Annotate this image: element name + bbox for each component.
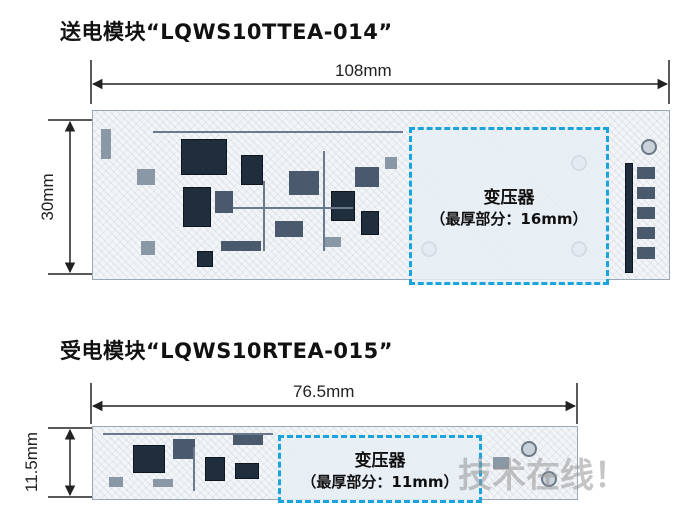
receiver-title: 受电模块“LQWS10RTEA-015”: [60, 339, 394, 363]
tx-ic: [197, 251, 213, 267]
tx-ic: [361, 211, 379, 235]
tx-trace: [323, 151, 325, 251]
tx-trace: [263, 181, 265, 251]
tx-connector-pin: [637, 247, 655, 259]
tx-pad: [141, 241, 155, 255]
tx-pad: [385, 157, 397, 169]
rx-pad: [493, 457, 509, 469]
tx-ic: [183, 187, 211, 227]
watermark-text: 技术在线！: [458, 456, 628, 496]
rx-pad: [153, 479, 173, 487]
rx-ic: [133, 445, 165, 473]
rx-via: [521, 441, 537, 457]
tx-height-label: 30mm: [38, 173, 57, 221]
tx-transformer-thickness: （最厚部分：16mm）: [430, 210, 588, 228]
tx-connector-pin: [637, 207, 655, 219]
rx-transformer-label: 变压器: [354, 451, 406, 471]
tx-ic: [289, 171, 319, 195]
rx-ic: [235, 463, 259, 479]
tx-pad: [137, 169, 155, 185]
rx-trace: [193, 447, 195, 491]
tx-ic: [275, 221, 303, 237]
tx-connector-pin: [637, 167, 655, 179]
rx-ic: [205, 457, 225, 481]
tx-pad: [325, 237, 341, 247]
rx-pad: [109, 477, 123, 487]
tx-ic: [181, 139, 227, 175]
tx-transformer-outline: 变压器 （最厚部分：16mm）: [409, 127, 609, 285]
tx-pad: [101, 129, 111, 159]
tx-connector: [625, 163, 633, 273]
tx-ic: [221, 241, 261, 251]
tx-width-label: 108mm: [335, 61, 392, 80]
rx-ic: [173, 439, 195, 459]
rx-ic: [233, 435, 263, 445]
tx-ic: [215, 191, 233, 213]
rx-transformer-outline: 变压器 （最厚部分：11mm）: [278, 435, 482, 503]
rx-via: [541, 471, 557, 487]
rx-width-label: 76.5mm: [293, 382, 355, 401]
tx-ic: [241, 155, 263, 185]
tx-trace: [233, 207, 353, 209]
rx-height-label: 11.5mm: [22, 431, 41, 493]
tx-transformer-label: 变压器: [483, 188, 535, 208]
tx-ic: [355, 167, 379, 187]
transmitter-title: 送电模块“LQWS10TTEA-014”: [60, 20, 393, 44]
tx-trace: [153, 131, 403, 133]
tx-via: [641, 139, 657, 155]
rx-transformer-thickness: （最厚部分：11mm）: [301, 473, 459, 491]
tx-ic: [331, 191, 355, 221]
rx-trace: [103, 433, 273, 435]
tx-connector-pin: [637, 227, 655, 239]
tx-connector-pin: [637, 187, 655, 199]
